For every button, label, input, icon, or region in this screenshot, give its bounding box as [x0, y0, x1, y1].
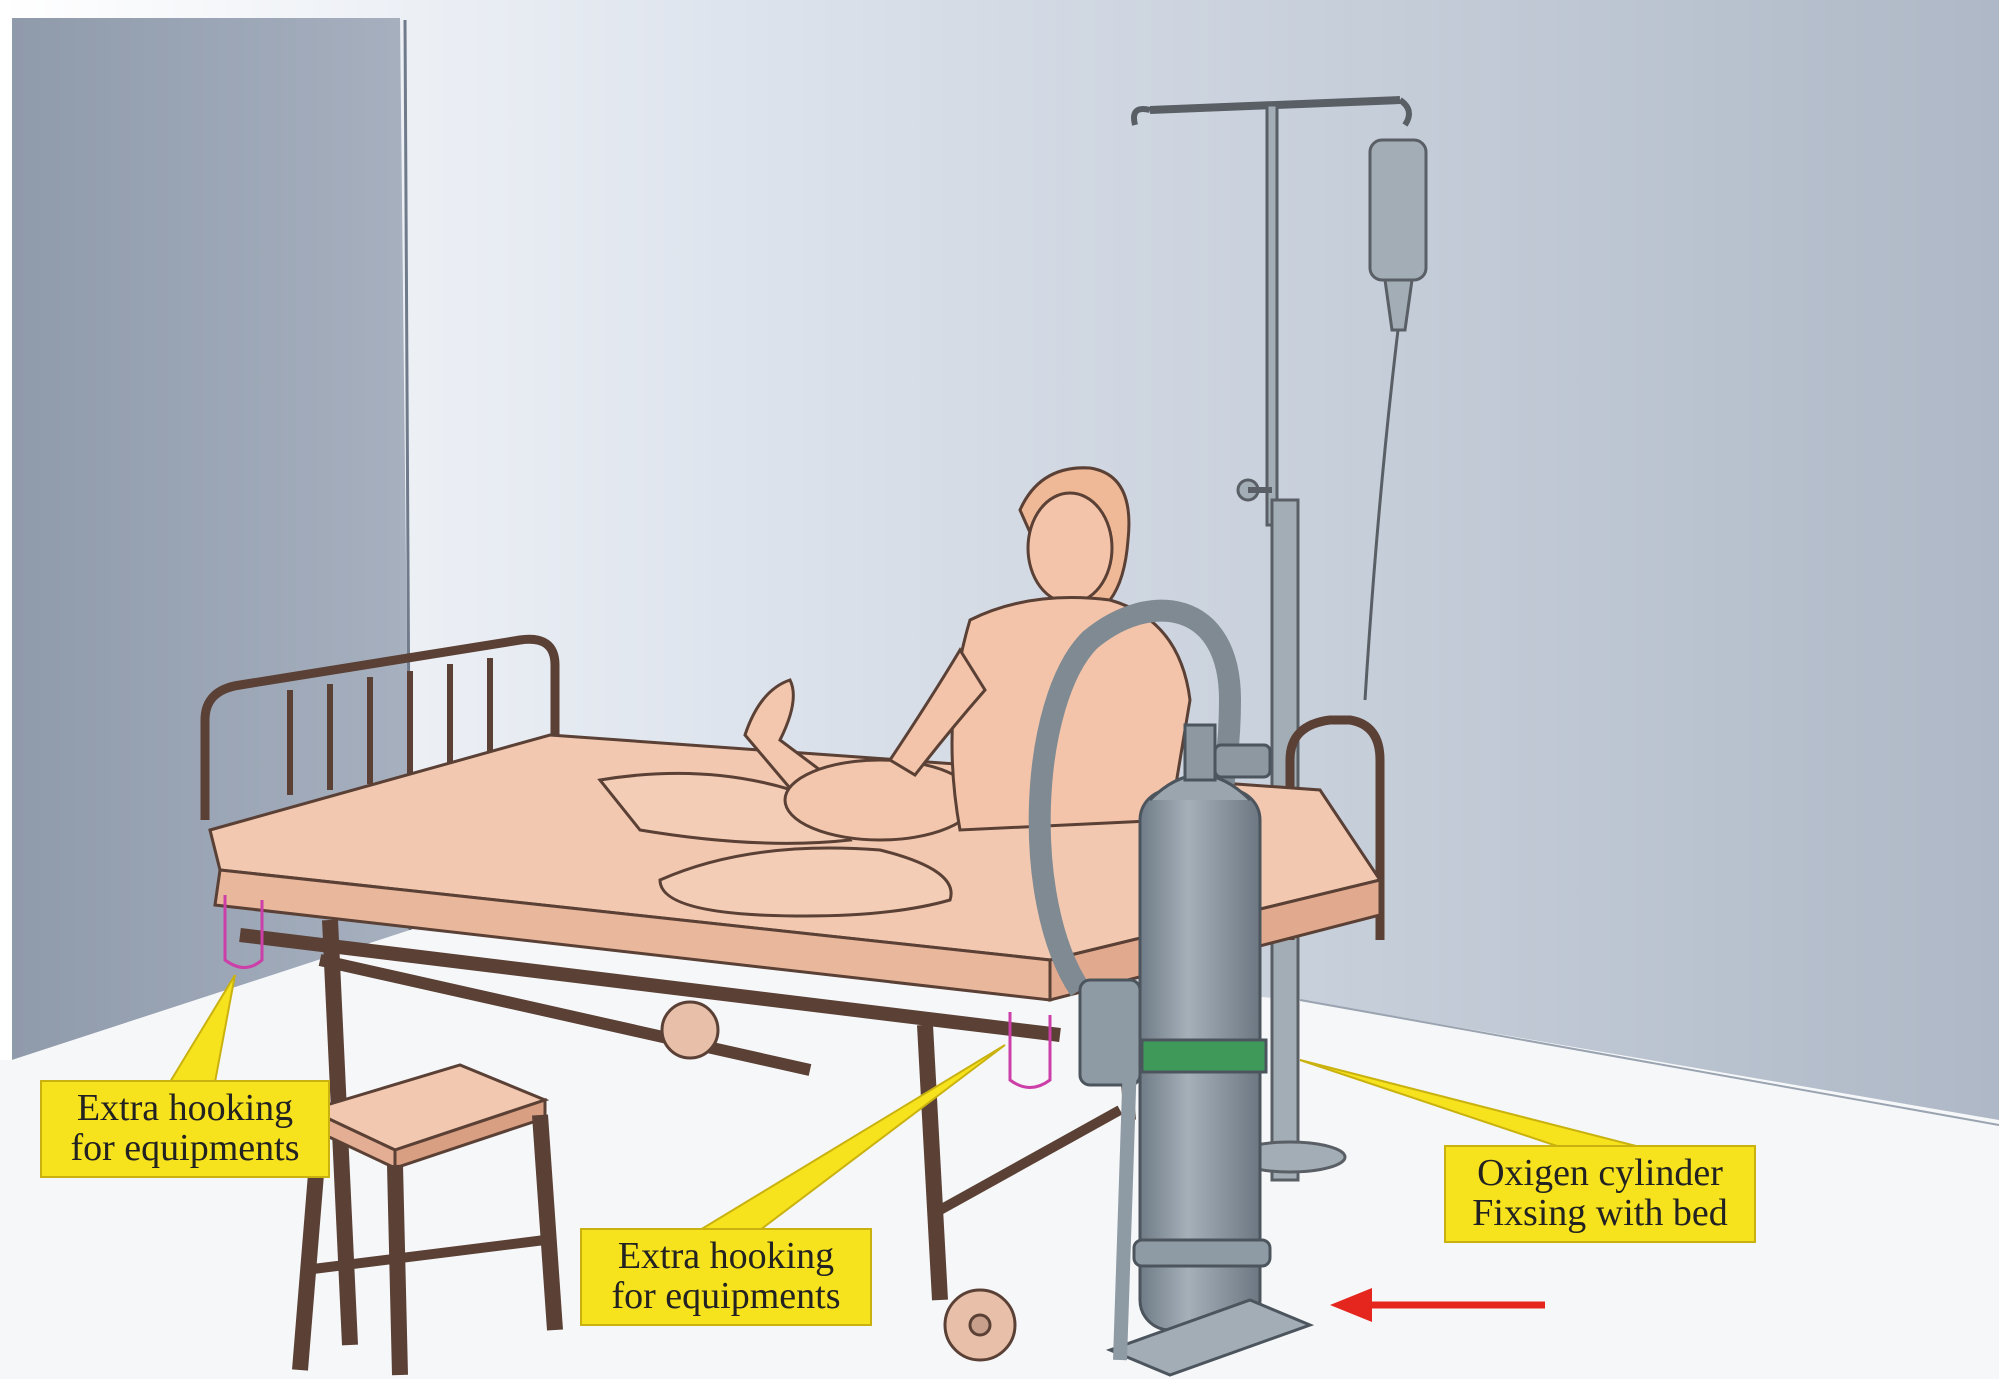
- callout-left-line1: Extra hooking: [60, 1088, 310, 1128]
- mother-face: [1028, 493, 1112, 603]
- callout-left: Extra hooking for equipments: [40, 1080, 330, 1178]
- cylinder-valve: [1185, 725, 1215, 780]
- child-body: [785, 760, 975, 840]
- callout-right-line2: Fixsing with bed: [1464, 1193, 1736, 1233]
- callout-center-line2: for equipments: [600, 1276, 852, 1316]
- regulator: [1215, 745, 1270, 777]
- callout-left-line2: for equipments: [60, 1128, 310, 1168]
- cylinder-bracket-rod: [1120, 1060, 1130, 1360]
- callout-right-line1: Oxigen cylinder: [1464, 1153, 1736, 1193]
- caster-rear: [662, 1002, 718, 1058]
- cylinder-lower-ring: [1134, 1240, 1270, 1266]
- stool-leg-2: [395, 1165, 400, 1375]
- iv-pole-upper: [1267, 105, 1277, 525]
- callout-center: Extra hooking for equipments: [580, 1228, 872, 1326]
- caster-front-hub: [970, 1315, 990, 1335]
- cylinder-band: [1142, 1040, 1266, 1072]
- callout-center-line1: Extra hooking: [600, 1236, 852, 1276]
- callout-right: Oxigen cylinder Fixsing with bed: [1444, 1145, 1756, 1243]
- iv-bag: [1370, 140, 1426, 280]
